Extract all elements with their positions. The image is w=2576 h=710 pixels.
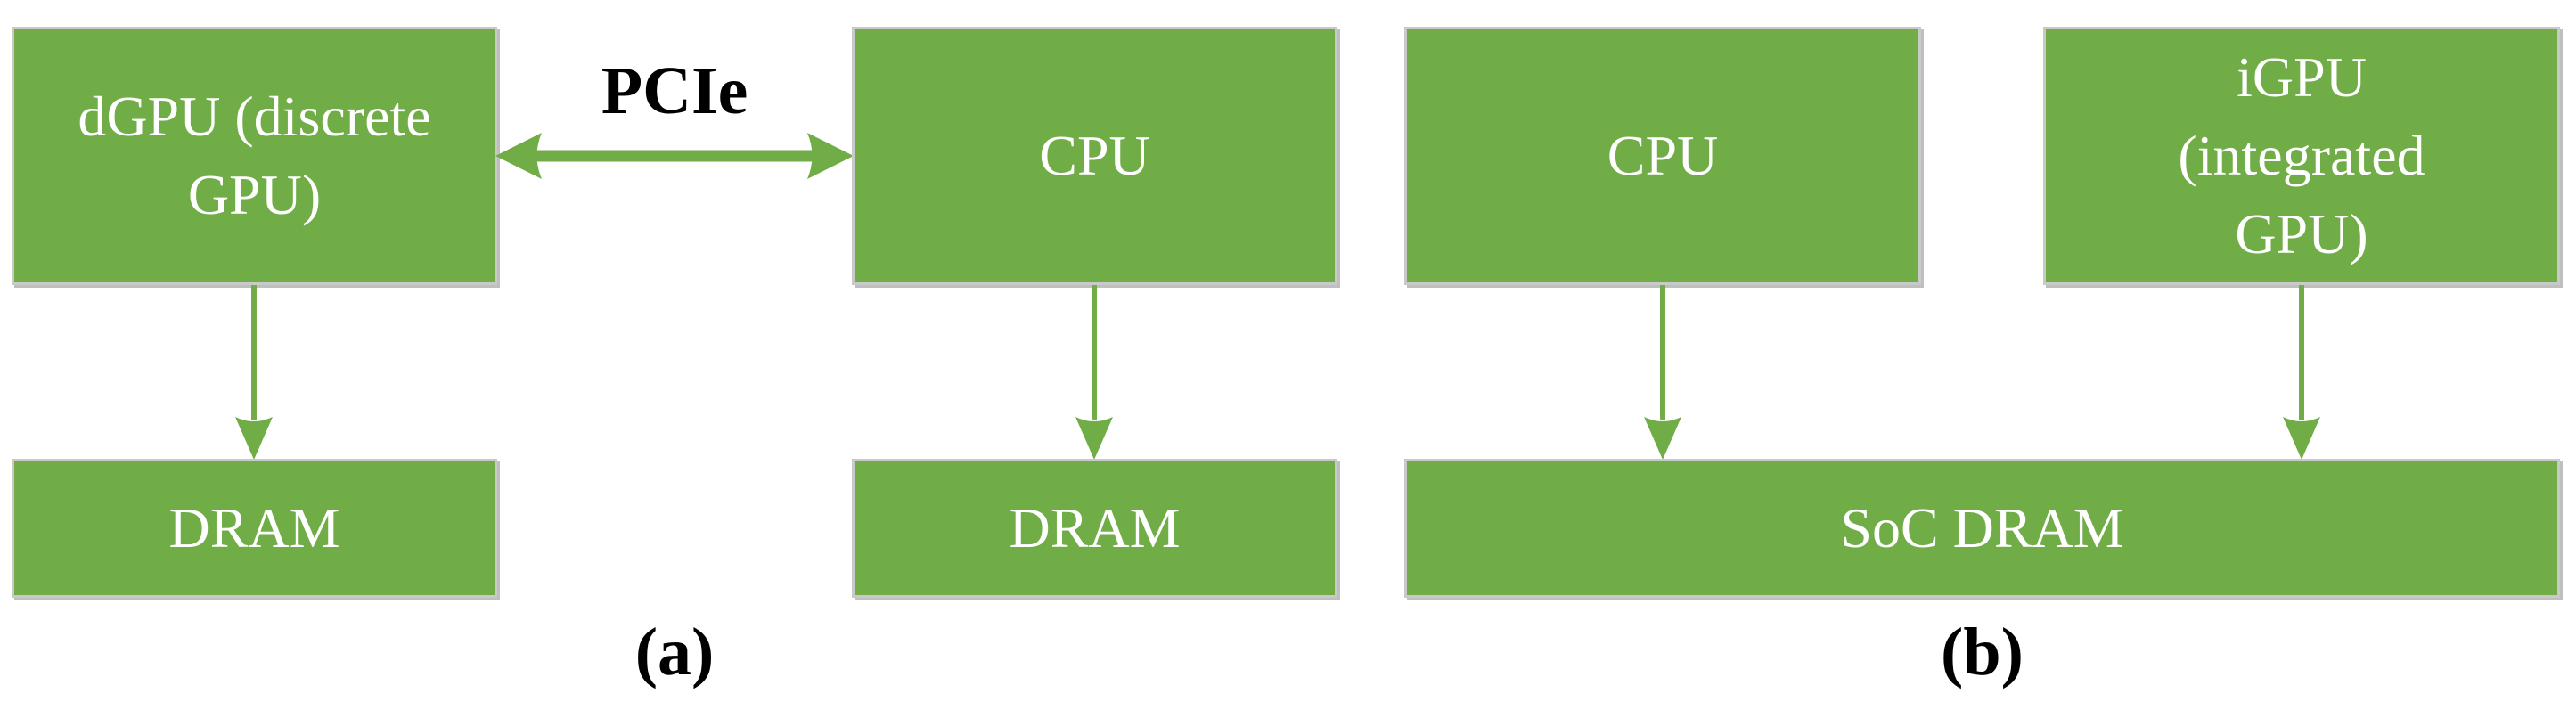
cpu-b-box: CPU (1404, 27, 1921, 285)
cpu-a-box: CPU (852, 27, 1337, 285)
dgpu-box: dGPU (discrete GPU) (12, 27, 497, 285)
panel-b-caption: (b) (1941, 615, 2024, 690)
panel-a-caption: (a) (634, 615, 715, 690)
cpu-b-to-soc-dram-arrow-icon (1638, 285, 1688, 461)
dram-left-box-label: DRAM (168, 496, 340, 559)
soc-dram-box: SoC DRAM (1404, 459, 2560, 598)
cpu-a-to-dram-arrow-icon (1069, 285, 1119, 461)
cpu-b-box-label: CPU (1607, 124, 1719, 187)
igpu-to-soc-dram-arrow-icon (2277, 285, 2327, 461)
igpu-box-label-line2: (integrated (2178, 124, 2425, 187)
igpu-box-label-line1: iGPU (2237, 45, 2367, 109)
soc-dram-box-label: SoC DRAM (1840, 496, 2124, 559)
dram-right-box-label: DRAM (1009, 496, 1181, 559)
pcie-bidirectional-arrow-icon (495, 131, 854, 181)
dgpu-box-label-line1: dGPU (discrete (78, 85, 431, 148)
dram-right-box: DRAM (852, 459, 1337, 598)
igpu-box-label-line3: GPU) (2235, 202, 2368, 265)
cpu-a-box-label: CPU (1039, 124, 1150, 187)
dram-left-box: DRAM (12, 459, 497, 598)
igpu-box: iGPU (integrated GPU) (2043, 27, 2560, 285)
pcie-label: PCIe (601, 53, 748, 128)
dgpu-box-label-line2: GPU) (187, 163, 322, 226)
dgpu-to-dram-arrow-icon (229, 285, 279, 461)
